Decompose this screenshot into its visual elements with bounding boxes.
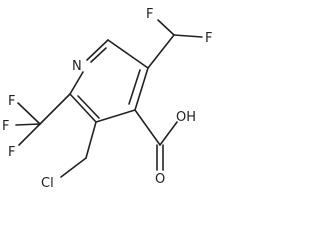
bond-cf3-f-bottom: [18, 123, 41, 146]
bond-c6-n-inner: [90, 47, 107, 63]
bond-chf2-f1: [157, 19, 175, 36]
bond-ch2-cl: [60, 157, 87, 178]
atom-label-n: N: [72, 59, 82, 74]
bond-c4-c5-inner: [128, 69, 141, 105]
bond-c3-c4: [95, 109, 136, 123]
bond-c4-cooh: [134, 109, 161, 146]
bond-cf3-f-top: [17, 102, 41, 125]
bond-c5-c6: [107, 39, 149, 69]
bond-c3-ch2: [85, 121, 97, 159]
atom-label-o-carbonyl: O: [155, 172, 165, 187]
bond-c6-n-outer: [86, 39, 109, 61]
atom-label-cl: Cl: [41, 176, 54, 191]
atom-label-f-top-left: F: [146, 7, 153, 22]
structure-canvas: N F F F F F OH O Cl: [2, 7, 212, 191]
atom-label-f-top-right: F: [205, 31, 212, 46]
atom-label-f-left-top: F: [8, 94, 15, 109]
molecule-structure: N F F F F F OH O Cl: [2, 7, 212, 191]
atom-label-f-left-bottom: F: [8, 145, 15, 160]
bond-chf2-f2: [173, 34, 203, 38]
bond-n-c2: [69, 71, 84, 95]
bond-c5-chf2: [147, 34, 175, 69]
bond-c2-cf3: [39, 93, 71, 125]
atom-label-f-left-mid: F: [2, 119, 9, 134]
bond-cf3-f-mid: [15, 123, 41, 126]
bond-c2-c3-outer: [69, 93, 97, 123]
atom-label-oh: OH: [176, 110, 196, 125]
bond-c4-c5-outer: [134, 67, 149, 111]
bond-cooh-oh: [159, 121, 178, 146]
bond-c2-c3-inner: [77, 95, 100, 119]
